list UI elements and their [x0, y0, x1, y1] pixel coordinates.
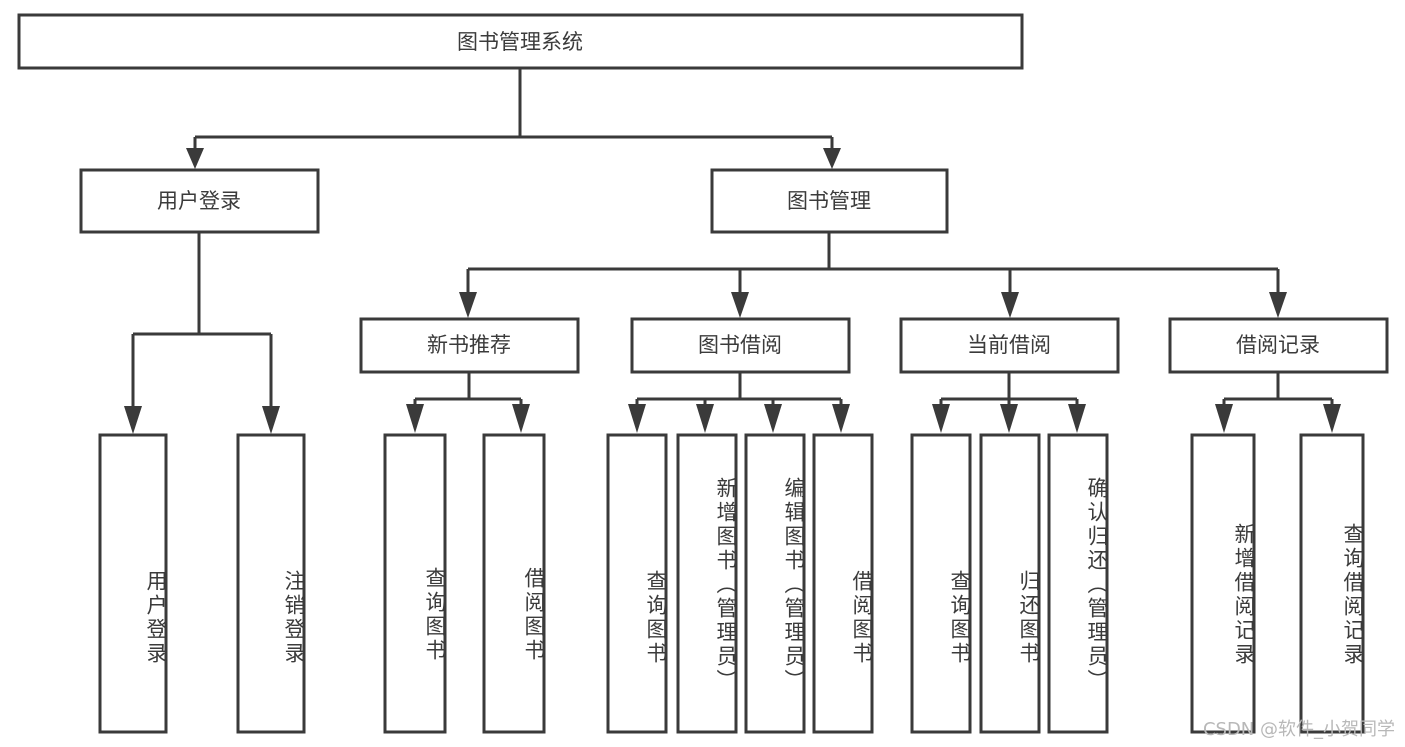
- current-borrow-box: [899, 317, 1120, 374]
- leaf-box-query-record[interactable]: [1299, 433, 1365, 734]
- arrow-to-leaf-query-book-2: [628, 404, 646, 433]
- book-borrow-box: [630, 317, 851, 374]
- root-box: [17, 13, 1024, 70]
- arrow-to-leaf-return-book: [1000, 404, 1018, 433]
- node-borrow-record[interactable]: 借阅记录: [1168, 317, 1389, 374]
- arrow-to-leaf-query-book-3: [932, 404, 950, 433]
- book-management-box: [710, 168, 949, 234]
- leaf-box-query-book-2[interactable]: [606, 433, 668, 734]
- leaf-box-user-login[interactable]: [98, 433, 168, 734]
- borrow-record-label: 借阅记录: [1236, 333, 1320, 357]
- current-borrow-label: 当前借阅: [967, 333, 1051, 357]
- leaf-box-logout-login[interactable]: [236, 433, 306, 734]
- arrow-to-borrow-record: [1269, 292, 1287, 318]
- arrow-to-user-login: [186, 148, 204, 169]
- node-user-login[interactable]: 用户登录: [79, 168, 320, 234]
- node-book-management[interactable]: 图书管理: [710, 168, 949, 234]
- csdn-watermark: CSDN @软件_小贺同学: [1202, 719, 1395, 740]
- leaf-box-edit-book[interactable]: [744, 433, 806, 734]
- new-book-recommend-label: 新书推荐: [427, 333, 511, 357]
- arrow-to-leaf-logout-login: [262, 406, 280, 434]
- leaf-box-borrow-book-2[interactable]: [812, 433, 874, 734]
- arrow-to-leaf-query-book-1: [406, 404, 424, 433]
- book-management-label: 图书管理: [787, 189, 871, 213]
- user-login-label: 用户登录: [157, 189, 241, 213]
- arrow-to-leaf-confirm-return: [1068, 404, 1086, 433]
- leaf-box-add-record[interactable]: [1190, 433, 1256, 734]
- arrow-to-leaf-edit-book: [764, 404, 782, 433]
- arrow-to-book-management: [823, 148, 841, 169]
- node-current-borrow[interactable]: 当前借阅: [899, 317, 1120, 374]
- new-book-recommend-box: [359, 317, 580, 374]
- leaf-box-return-book[interactable]: [979, 433, 1041, 734]
- arrow-to-current-borrow: [1001, 292, 1019, 318]
- leaf-box-query-book-3[interactable]: [910, 433, 972, 734]
- arrow-to-new-book-recommend: [459, 292, 477, 318]
- leaf-box-add-book[interactable]: [676, 433, 738, 734]
- arrow-to-leaf-borrow-book-1: [512, 404, 530, 433]
- root-label: 图书管理系统: [457, 30, 583, 54]
- borrow-record-box: [1168, 317, 1389, 374]
- arrow-to-leaf-add-record: [1215, 404, 1233, 433]
- node-root[interactable]: 图书管理系统: [17, 13, 1024, 70]
- arrow-to-leaf-user-login: [124, 406, 142, 434]
- leaf-box-confirm-return[interactable]: [1047, 433, 1109, 734]
- arrow-to-leaf-add-book: [696, 404, 714, 433]
- arrow-to-leaf-borrow-book-2: [832, 404, 850, 433]
- leaf-box-query-book-1[interactable]: [383, 433, 447, 734]
- book-borrow-label: 图书借阅: [698, 333, 782, 357]
- node-new-book-recommend[interactable]: 新书推荐: [359, 317, 580, 374]
- node-book-borrow[interactable]: 图书借阅: [630, 317, 851, 374]
- arrow-to-leaf-query-record: [1323, 404, 1341, 433]
- leaf-box-borrow-book-1[interactable]: [482, 433, 546, 734]
- arrow-to-book-borrow: [731, 292, 749, 318]
